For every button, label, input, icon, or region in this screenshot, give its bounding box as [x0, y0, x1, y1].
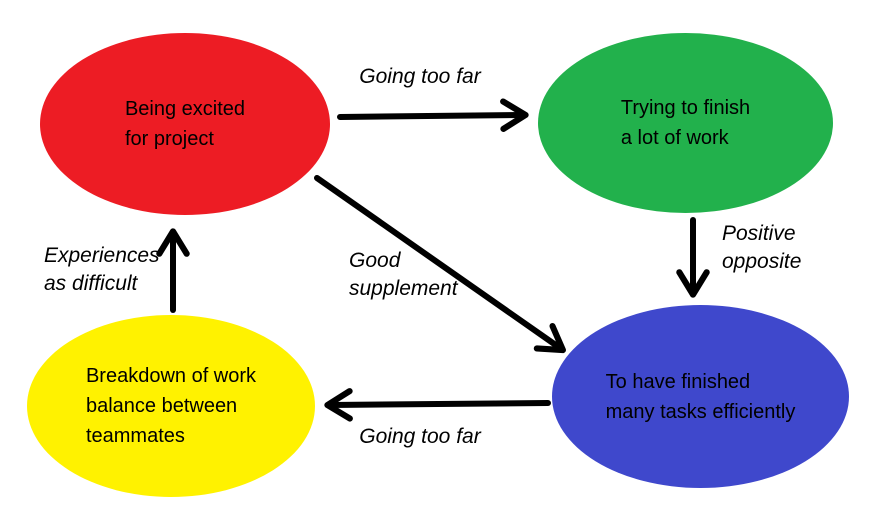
- node-breakdown-label: Breakdown of work balance between teamma…: [85, 365, 257, 447]
- node-being-excited: Being excited for project: [40, 33, 330, 215]
- node-finished-tasks-label: To have finished many tasks efficiently: [605, 370, 796, 423]
- edge-label-going-too-far-top: Going too far: [359, 65, 481, 88]
- node-being-excited-label: Being excited for project: [124, 98, 246, 150]
- node-finished-tasks: To have finished many tasks efficiently: [552, 305, 849, 488]
- edge-label-experiences-as-difficult: Experiences as difficult: [44, 244, 160, 295]
- edge-label-good-supplement: Good supplement: [349, 249, 458, 300]
- node-trying-to-finish: Trying to finish a lot of work: [538, 33, 833, 213]
- node-trying-to-finish-label: Trying to finish a lot of work: [620, 97, 751, 149]
- edge-label-positive-opposite: Positive opposite: [722, 222, 802, 273]
- edge-label-going-too-far-bottom: Going too far: [359, 425, 481, 448]
- arrow-finished-to-breakdown-icon: [324, 388, 551, 422]
- node-breakdown: Breakdown of work balance between teamma…: [27, 315, 315, 497]
- arrow-excited-to-trying-icon: [337, 98, 529, 132]
